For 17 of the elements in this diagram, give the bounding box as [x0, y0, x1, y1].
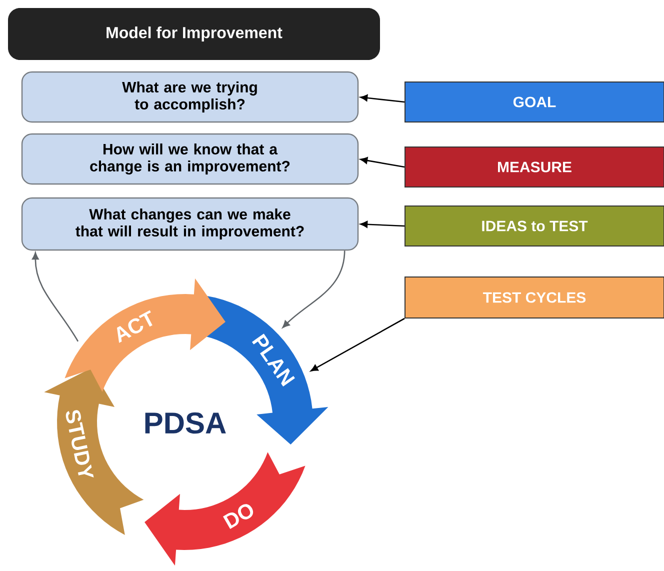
arrow [360, 220, 405, 228]
question-box: What are we trying to accomplish? [21, 71, 359, 123]
title-box: Model for Improvement [8, 8, 380, 60]
cycle-segment: STUDY [44, 368, 144, 536]
arrow [32, 252, 79, 342]
cycle-segment: DO [144, 452, 306, 566]
category-box: GOAL [404, 82, 664, 122]
question-box: How will we know that a change is an improvement? [21, 133, 359, 185]
arrow [310, 318, 405, 372]
arrow [360, 157, 405, 168]
cycle-segment: ACT [64, 278, 226, 392]
category-box: MEASURE [404, 146, 664, 188]
arrow [282, 250, 346, 328]
category-box: IDEAS to TEST [404, 206, 664, 246]
category-box: TEST CYCLES [404, 276, 664, 318]
question-box: What changes can we make that will result in improvement? [21, 197, 359, 251]
arrow [360, 94, 405, 103]
